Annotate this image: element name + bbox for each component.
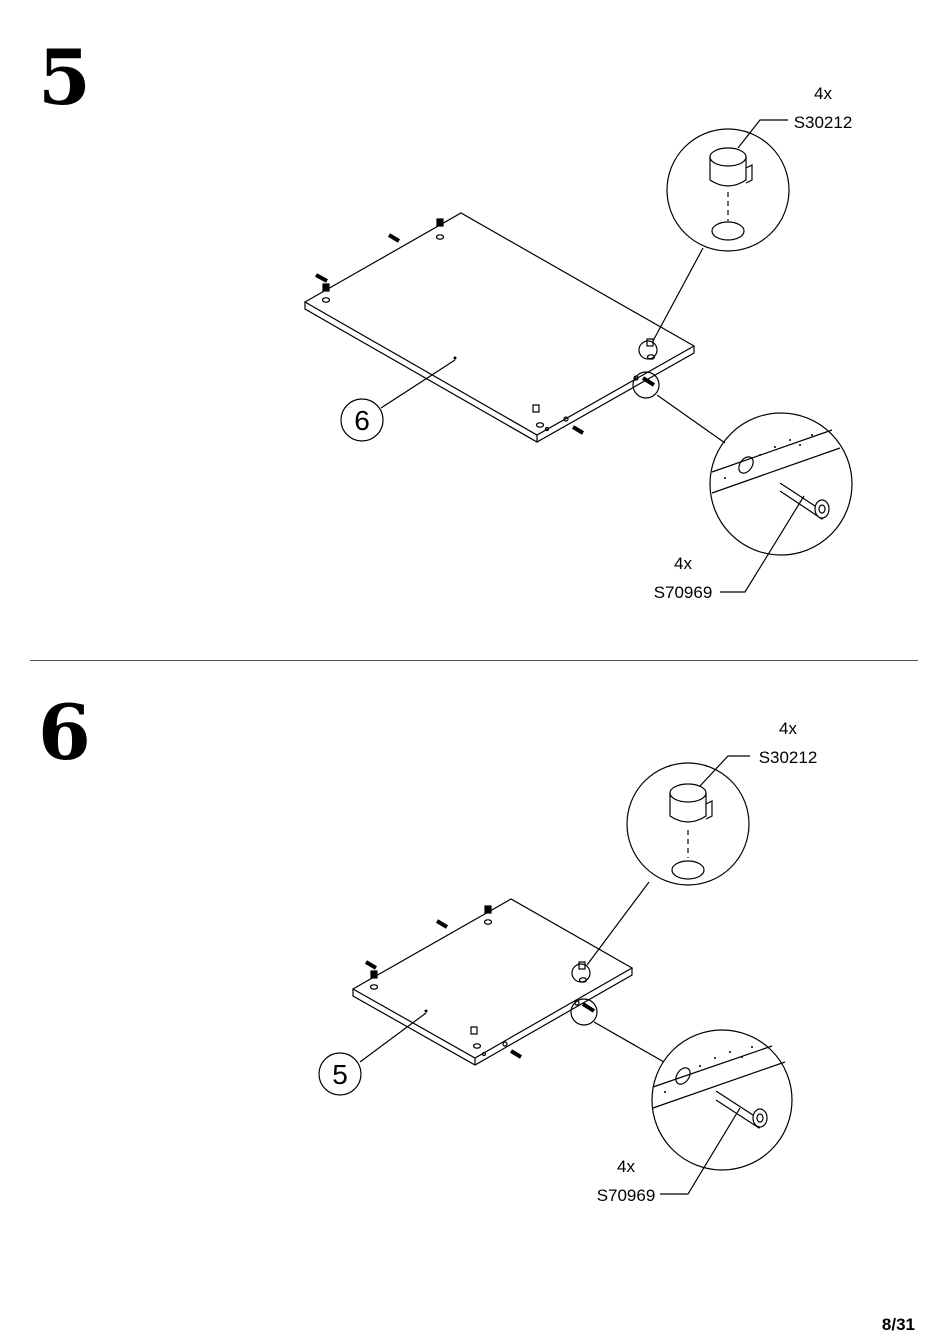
- step-6-drawing: 5 4x S30212 4x S70969: [0, 661, 950, 1343]
- page-number: 8/31: [882, 1315, 915, 1335]
- cam-lock-code: S30212: [759, 748, 818, 767]
- cam-lock-qty: 4x: [779, 719, 797, 738]
- dowel-code: S70969: [597, 1186, 656, 1205]
- panel-6: [305, 213, 694, 435]
- dowel-qty: 4x: [617, 1157, 635, 1176]
- cam-lock-qty: 4x: [814, 84, 832, 103]
- dowel-code: S70969: [654, 583, 713, 602]
- dowel-qty: 4x: [674, 554, 692, 573]
- step-5-drawing: 6 4x S30212 4x S70969: [0, 0, 950, 660]
- panel-label-6: 6: [354, 405, 370, 436]
- panel-5: [353, 899, 632, 1058]
- panel-label-5: 5: [332, 1059, 348, 1090]
- cam-lock-code: S30212: [794, 113, 853, 132]
